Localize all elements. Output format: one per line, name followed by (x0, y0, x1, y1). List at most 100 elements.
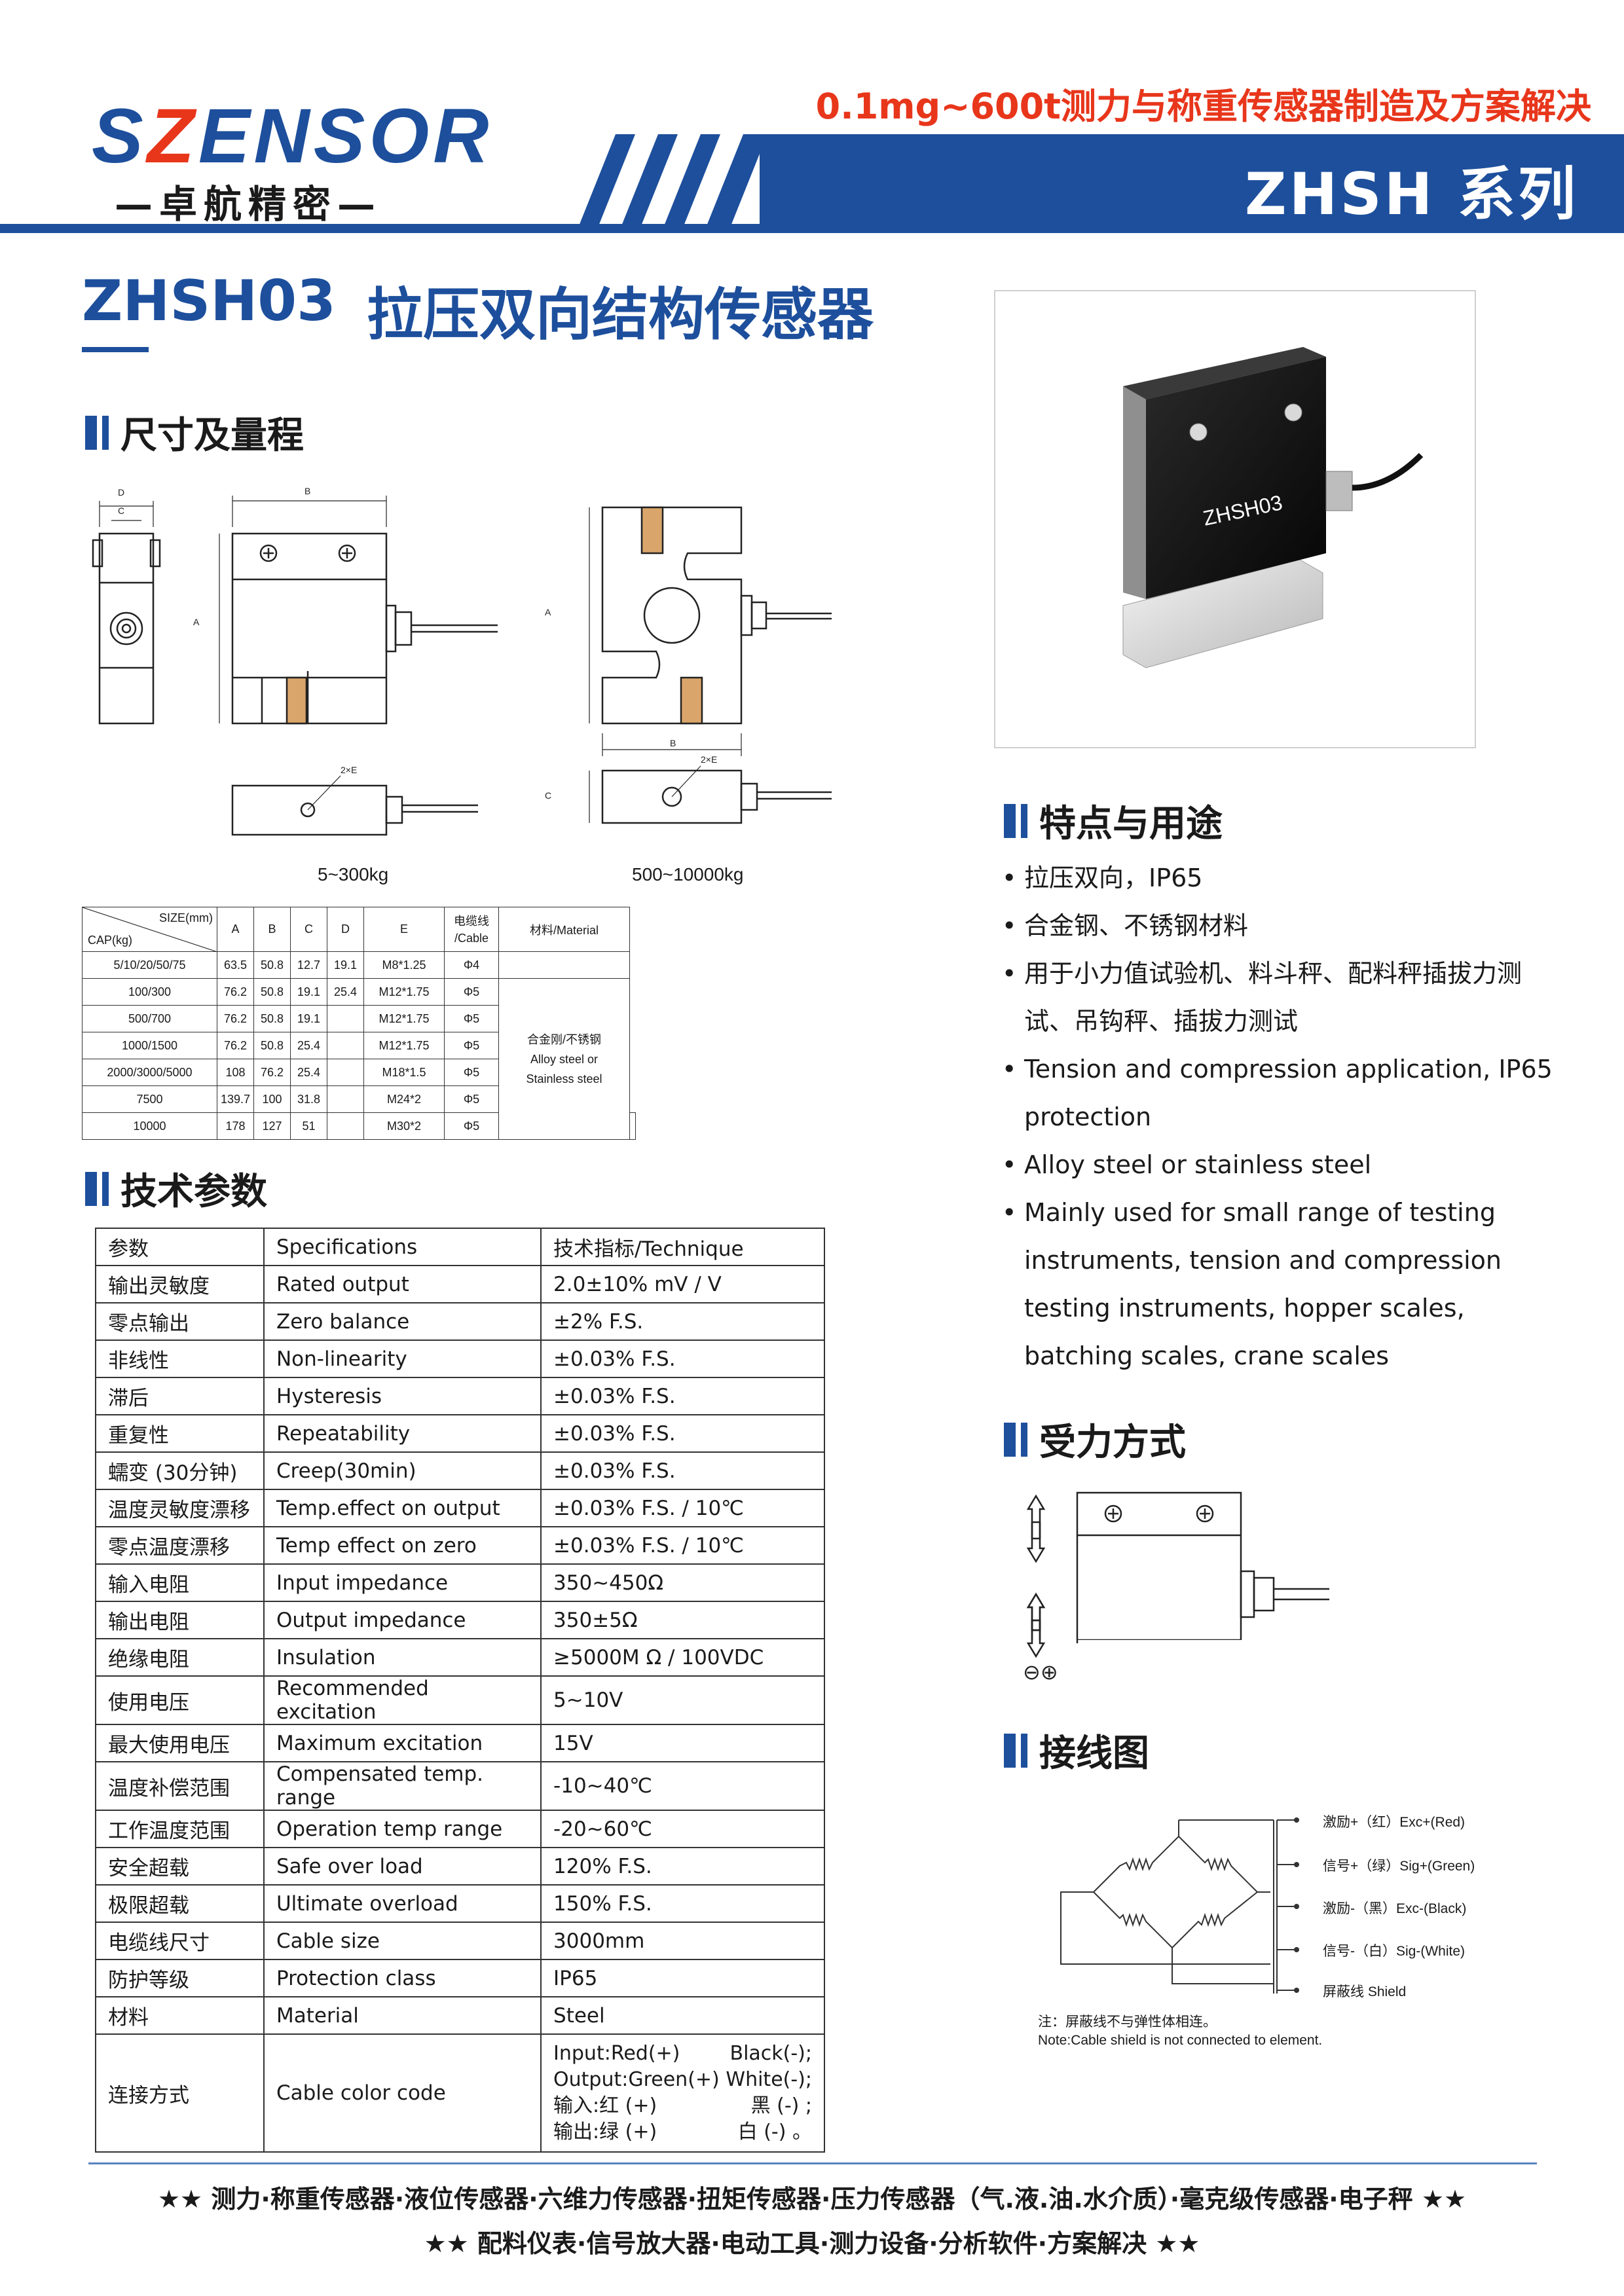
section-heading-dimensions: 尺寸及量程 (85, 406, 304, 459)
spec-en: Zero balance (263, 1302, 542, 1341)
spec-en: Insulation (263, 1638, 542, 1677)
col-material: 材料/Material (498, 907, 630, 952)
list-item: •合金钢、不锈钢材料 (1002, 902, 1559, 950)
cell-b: 50.8 (253, 978, 291, 1006)
spec-en: Output impedance (263, 1601, 542, 1639)
spec-value: ±0.03% F.S. / 10℃ (540, 1526, 825, 1565)
cable-code-line: Input:Red(+)Black(-); (553, 2041, 812, 2067)
spec-en: Temp.effect on output (263, 1489, 542, 1527)
cell-e: M18*1.5 (363, 1059, 445, 1086)
cell-e: M24*2 (363, 1085, 445, 1113)
cell-cap: 7500 (82, 1085, 217, 1113)
spec-en: Input impedance (263, 1563, 542, 1602)
cable-code-right: White(-); (726, 2068, 812, 2091)
spec-value: -10~40℃ (540, 1761, 825, 1811)
col-e: E (363, 907, 445, 952)
cell-b: 50.8 (253, 1005, 291, 1032)
feature-text: 拉压双向，IP65 (1024, 864, 1203, 892)
table-row: 7500 139.7 100 31.8 M24*2 Φ5 (82, 1085, 636, 1113)
cell-b: 76.2 (253, 1059, 291, 1086)
cell-cap: 1000/1500 (82, 1032, 217, 1059)
material-cn: 合金刚/不锈钢 (526, 1032, 601, 1046)
table-row: 5/10/20/50/75 63.5 50.8 12.7 19.1 M8*1.2… (82, 951, 636, 979)
spec-cn: 电缆线尺寸 (95, 1922, 265, 1960)
series-title: ZHSH 系列 (1244, 160, 1578, 228)
spec-en: Maximum excitation (263, 1724, 542, 1762)
spec-cn: 滞后 (95, 1377, 265, 1415)
footer-products-line1: ★★ 测力·称重传感器·液位传感器·六维力传感器·扭矩传感器·压力传感器（气.液… (157, 2185, 1467, 2214)
col-b: B (253, 907, 291, 952)
spec-value: ±2% F.S. (540, 1302, 825, 1341)
cell-c: 19.1 (290, 978, 327, 1006)
spec-cn: 零点输出 (95, 1302, 265, 1341)
feature-text: 用于小力值试验机、料斗秤、配料秤插拔力测试、吊钩秤、插拔力测试 (1024, 959, 1522, 1036)
cell-c: 12.7 (290, 951, 327, 979)
spec-value: ≥5000M Ω / 100VDC (540, 1638, 825, 1677)
table-row: 蠕变 (30分钟)Creep(30min)±0.03% F.S. (95, 1451, 825, 1490)
spec-cn: 最大使用电压 (95, 1724, 265, 1762)
cell-d: 25.4 (327, 978, 364, 1006)
cell-d (327, 1032, 364, 1059)
wiring-note: 注：屏蔽线不与弹性体相连。 Note:Cable shield is not c… (1038, 2013, 1322, 2050)
material-cell (629, 1112, 636, 1140)
spec-cn: 蠕变 (30分钟) (95, 1451, 265, 1490)
cell-e: M8*1.25 (363, 951, 445, 979)
cable-code-left: 输入:红 (+) (553, 2094, 657, 2117)
cell-a: 108 (217, 1059, 254, 1086)
logo-subtitle: —卓航精密— (115, 182, 382, 227)
spec-value: 15V (540, 1724, 825, 1762)
spec-cn: 重复性 (95, 1414, 265, 1453)
diagonal-line (83, 907, 217, 952)
spec-en: Temp effect on zero (263, 1526, 542, 1565)
logo-text-suffix: ENSOR (198, 93, 493, 179)
cell-c: 51 (290, 1112, 327, 1140)
cell-e: M30*2 (363, 1112, 445, 1140)
dim-b-label-large: B (670, 738, 676, 748)
spec-cn: 输入电阻 (95, 1563, 265, 1602)
cell-e: M12*1.75 (363, 978, 445, 1006)
wiring-note-en: Note:Cable shield is not connected to el… (1038, 2033, 1323, 2048)
cell-c: 25.4 (290, 1032, 327, 1059)
cell-cable: Φ5 (444, 1059, 499, 1086)
cell-c: 19.1 (290, 1005, 327, 1032)
dim-a-label-large: A (545, 607, 551, 617)
spec-en: Cable color code (263, 2033, 542, 2153)
spec-en: Compensated temp. range (263, 1761, 542, 1811)
product-photo: ZHSH03 (1122, 347, 1424, 668)
cell-a: 63.5 (217, 951, 254, 979)
model-number: ZHSH03 (82, 268, 336, 334)
spec-value: 120% F.S. (540, 1847, 825, 1886)
cell-d (327, 1112, 364, 1140)
spec-cn: 温度灵敏度漂移 (95, 1489, 265, 1527)
spec-en: Recommended excitation (263, 1675, 542, 1725)
cable-code-line: 输出:绿 (+)白 (-) 。 (553, 2119, 812, 2145)
spec-cn: 使用电压 (95, 1675, 265, 1725)
dimension-table: SIZE(mm) CAP(kg) A B C D E 电缆线/Cable 材料/… (82, 907, 636, 1140)
spec-cn: 温度补偿范围 (95, 1761, 265, 1811)
section-label: 技术参数 (120, 1171, 267, 1213)
cable-code-right: Black(-); (729, 2042, 812, 2065)
spec-value: 3000mm (540, 1922, 825, 1960)
header-slogan: 0.1mg~600t测力与称重传感器制造及方案解决 (815, 86, 1591, 127)
col-d: D (327, 907, 364, 952)
list-item: •拉压双向，IP65 (1002, 854, 1559, 902)
cell-cable: Φ5 (444, 978, 499, 1006)
spec-en: Operation temp range (263, 1810, 542, 1848)
wire-label-exc-plus: 激励+（红）Exc+(Red) (1323, 1815, 1466, 1830)
cell-d (327, 1059, 364, 1086)
cell-cap: 10000 (82, 1112, 217, 1140)
spec-en: Creep(30min) (263, 1451, 542, 1490)
material-en-1: Alloy steel or (530, 1052, 599, 1066)
cell-c: 25.4 (290, 1059, 327, 1086)
corner-cell: SIZE(mm) CAP(kg) (82, 907, 217, 952)
